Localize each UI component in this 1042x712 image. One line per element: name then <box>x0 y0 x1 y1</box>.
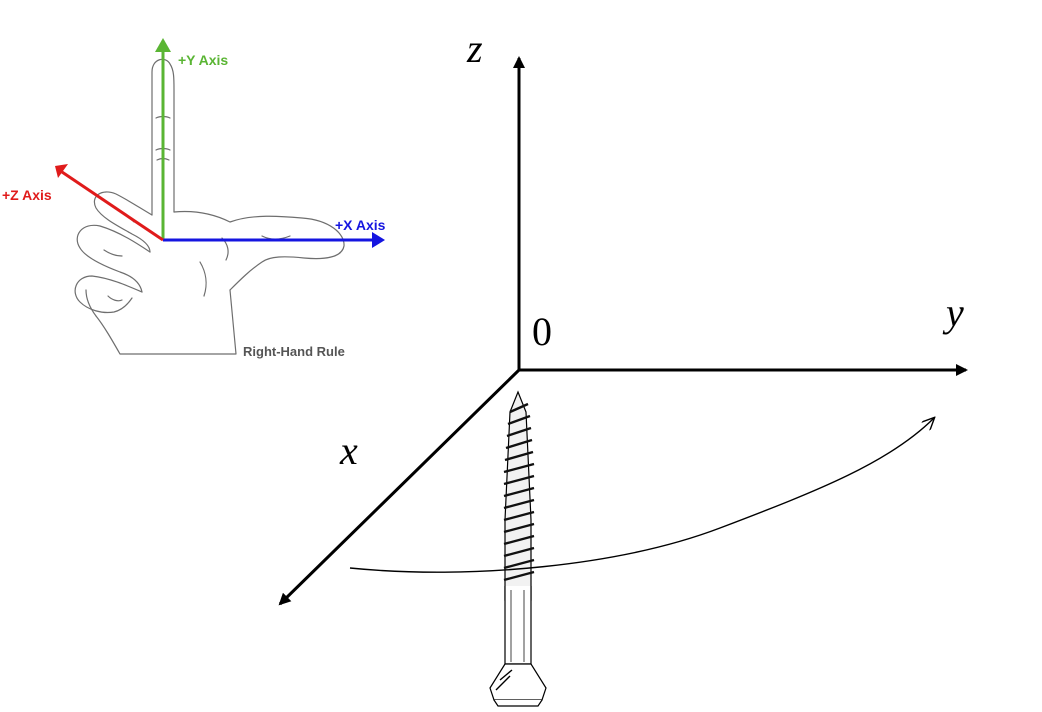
y-axis-label: y <box>942 290 964 335</box>
screw-icon <box>489 390 547 707</box>
curved-arrow-icon <box>349 418 934 573</box>
x-axis-label: x <box>339 428 358 473</box>
hand-z-axis-arrowhead <box>55 164 68 178</box>
hand-x-axis-label: +X Axis <box>335 217 386 233</box>
hand-y-axis-label: +Y Axis <box>178 52 228 68</box>
hand-caption: Right-Hand Rule <box>243 344 345 359</box>
coordinate-axes: z y x 0 <box>278 26 968 606</box>
hand-z-axis-arrow <box>61 170 164 242</box>
hand-y-axis-arrowhead <box>155 38 171 52</box>
x-axis-line <box>278 368 521 606</box>
hand-z-axis-label: +Z Axis <box>2 187 52 203</box>
hand-x-axis-arrowhead <box>372 232 385 248</box>
z-axis-label: z <box>466 26 483 71</box>
hand-illustration: +Y Axis +X Axis +Z Axis Right-Hand Rule <box>2 38 386 359</box>
origin-label: 0 <box>532 309 552 354</box>
